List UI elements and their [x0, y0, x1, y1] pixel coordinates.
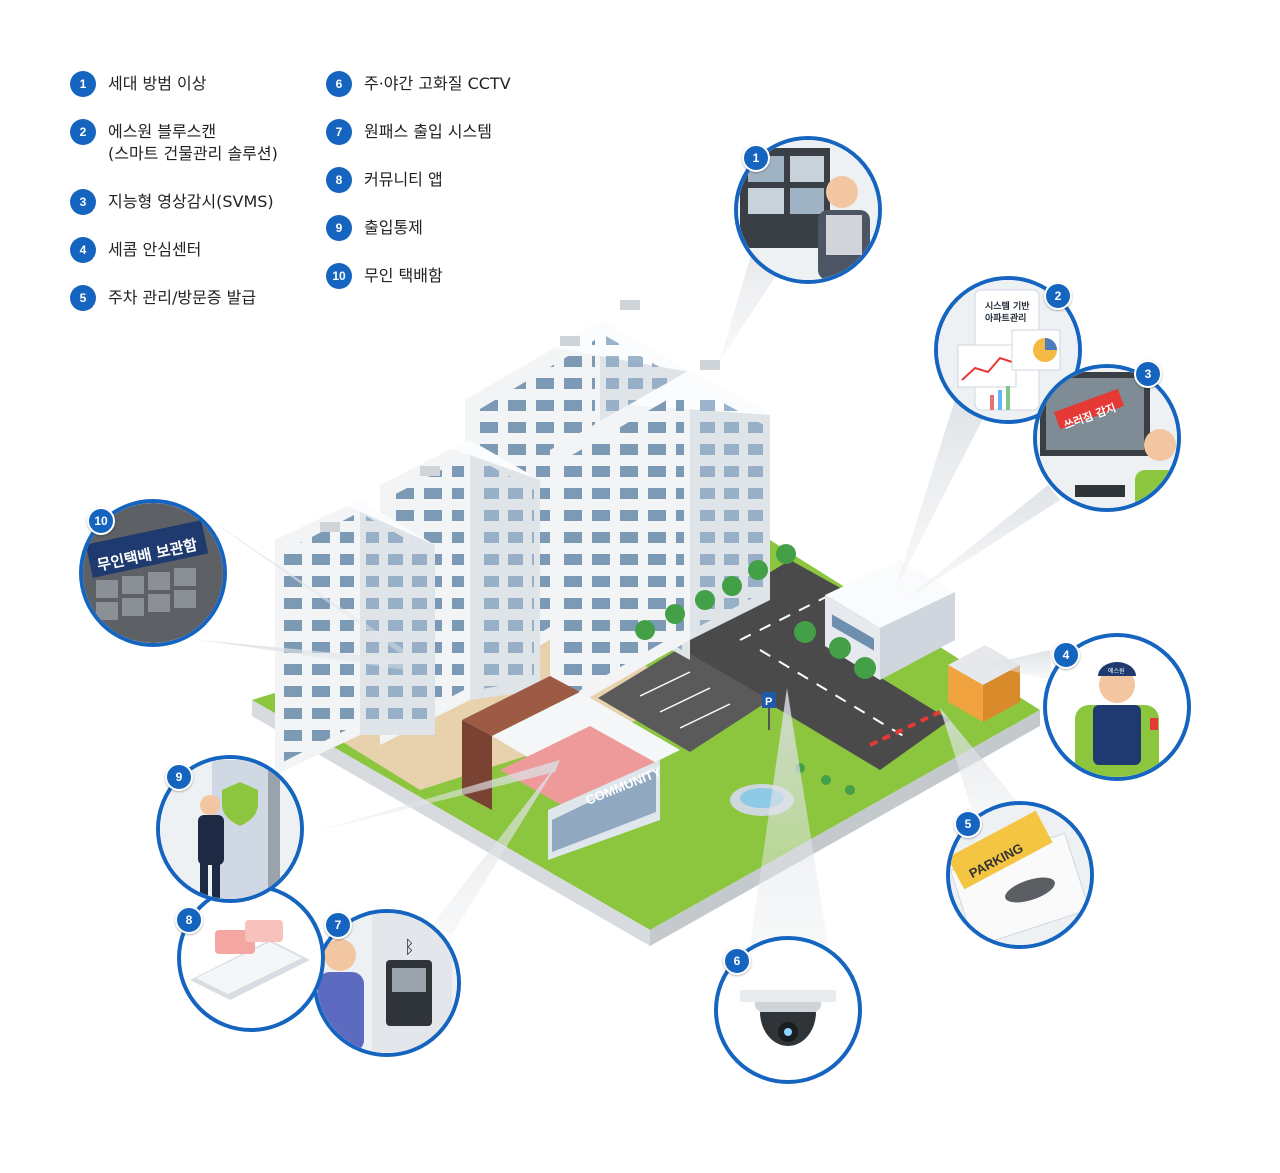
- legend-item-1: 1 세대 방범 이상: [70, 71, 207, 97]
- legend-label: 무인 택배함: [364, 266, 443, 285]
- legend-number: 1: [70, 71, 96, 97]
- callout-badge-6: 6: [723, 947, 751, 975]
- callout-secom-center: 에스원: [1043, 633, 1191, 781]
- legend-item-9: 9 출입통제: [326, 215, 423, 241]
- trees: [635, 544, 876, 795]
- parking-sign-label: P: [765, 696, 772, 708]
- road: [598, 560, 950, 770]
- callout-cctv-camera: [714, 936, 862, 1084]
- legend-item-10: 10 무인 택배함: [326, 263, 443, 289]
- legend-number: 7: [326, 119, 352, 145]
- legend-number: 5: [70, 285, 96, 311]
- legend-item-4: 4 세콤 안심센터: [70, 237, 201, 263]
- legend-label: 주차 관리/방문증 발급: [108, 288, 257, 307]
- callout-svms: 쓰러짐 감지: [1033, 364, 1181, 512]
- callout-access-control: [156, 755, 304, 903]
- legend-number: 2: [70, 119, 96, 145]
- legend-item-6: 6 주·야간 고화질 CCTV: [326, 71, 511, 97]
- guard-cap-label: 에스원: [1108, 667, 1125, 675]
- callout-cctv-monitoring: [734, 136, 882, 284]
- legend-label: 주·야간 고화질 CCTV: [364, 74, 511, 93]
- callout-badge-2: 2: [1044, 282, 1072, 310]
- legend-number: 9: [326, 215, 352, 241]
- callout-onepass: ᛒ: [313, 909, 461, 1057]
- legend-label: 지능형 영상감시(SVMS): [108, 192, 274, 211]
- callout-badge-10: 10: [87, 507, 115, 535]
- callout-badge-3: 3: [1134, 360, 1162, 388]
- callout-badge-1: 1: [742, 144, 770, 172]
- guard-booth: [869, 645, 1020, 747]
- legend-label: 세대 방범 이상: [108, 74, 207, 93]
- legend-label: 출입통제: [364, 218, 423, 237]
- callout-badge-5: 5: [954, 810, 982, 838]
- parking-sign: P: [762, 692, 776, 730]
- legend-label: 원패스 출입 시스템: [364, 122, 492, 141]
- legend-item-5: 5 주차 관리/방문증 발급: [70, 285, 256, 311]
- callout-badge-8: 8: [175, 906, 203, 934]
- legend-label: 에스원 블루스캔(스마트 건물관리 솔루션): [108, 122, 278, 163]
- legend-label: 커뮤니티 앱: [364, 170, 443, 189]
- legend-number: 8: [326, 167, 352, 193]
- callout-beams: [200, 218, 1060, 945]
- apartment-buildings: [275, 300, 770, 775]
- legend-number: 6: [326, 71, 352, 97]
- legend-item-2: 2 에스원 블루스캔(스마트 건물관리 솔루션): [70, 119, 278, 165]
- legend-number: 10: [326, 263, 352, 289]
- mgmt-card-title: 시스템 기반: [985, 300, 1030, 312]
- legend-number: 3: [70, 189, 96, 215]
- callout-community-app: [177, 884, 325, 1032]
- callout-badge-7: 7: [324, 911, 352, 939]
- legend-item-7: 7 원패스 출입 시스템: [326, 119, 492, 145]
- callout-parking-pass: PARKING: [946, 801, 1094, 949]
- legend-number: 4: [70, 237, 96, 263]
- legend-label: 세콤 안심센터: [108, 240, 202, 259]
- legend-item-3: 3 지능형 영상감시(SVMS): [70, 189, 274, 215]
- callout-parcel-locker: 무인택배 보관함: [79, 499, 227, 647]
- mgmt-card-subtitle: 아파트관리: [985, 312, 1026, 324]
- legend-item-8: 8 커뮤니티 앱: [326, 167, 443, 193]
- callout-badge-9: 9: [165, 763, 193, 791]
- bluetooth-icon: ᛒ: [404, 937, 415, 958]
- callout-badge-4: 4: [1052, 641, 1080, 669]
